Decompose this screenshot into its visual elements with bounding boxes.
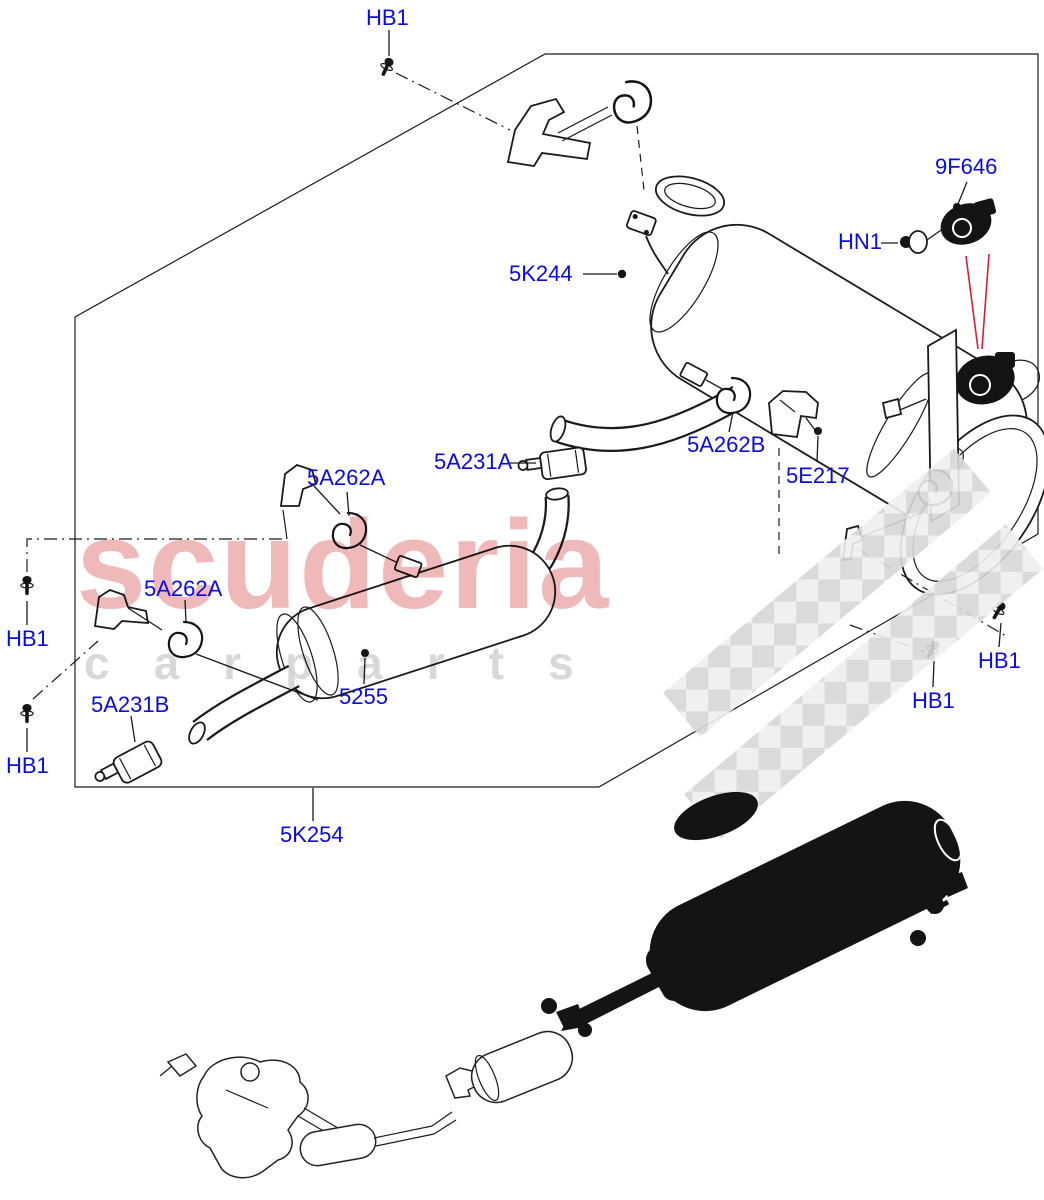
hanger-5a262b (715, 376, 752, 433)
part-label-hb1-right-lower: HB1 (912, 688, 955, 713)
part-label-5a262a-upper: 5A262A (307, 465, 386, 490)
hanger-upper-5a262a (279, 463, 423, 579)
centre-muffler (188, 544, 557, 745)
part-label-hb1-right-upper: HB1 (978, 648, 1021, 673)
part-label-5a262a-lower: 5A262A (144, 576, 223, 601)
part-label-5k254: 5K254 (280, 822, 344, 847)
centre-muffler-outlet (527, 487, 570, 574)
part-label-5a231a: 5A231A (434, 449, 513, 474)
part-label-5k244: 5K244 (509, 261, 573, 286)
clamp-5a231a (517, 446, 587, 481)
part-label-5255: 5255 (339, 684, 388, 709)
valve-actuator-installed (955, 352, 1040, 405)
full-system-thumbnail (159, 791, 968, 1179)
left-fasteners (20, 538, 287, 752)
part-label-5a262b: 5A262B (687, 432, 766, 457)
bolt-hb1-top (376, 55, 397, 79)
checker-flag-watermark (662, 448, 1044, 839)
bracket-5e217 (768, 390, 822, 556)
part-label-hb1-left-lower: HB1 (6, 753, 49, 778)
intermediate-pipe (549, 361, 747, 453)
hn1-nut (881, 227, 945, 254)
part-label-hb1-top: HB1 (366, 5, 409, 30)
clamp-5a231b (94, 715, 163, 784)
part-label-9f646: 9F646 (935, 154, 998, 179)
valve-actuator-9f646 (881, 181, 997, 350)
panel-border (74, 53, 1039, 788)
rubber-hanger-top (607, 76, 657, 127)
part-label-5e217: 5E217 (786, 463, 850, 488)
part-label-5a231b: 5A231B (91, 692, 170, 717)
hanger-lower-5a262a (93, 589, 319, 701)
part-label-hb1-left-upper: HB1 (6, 626, 49, 651)
part-label-hn1: HN1 (838, 229, 883, 254)
top-hanger-bracket (376, 30, 657, 191)
